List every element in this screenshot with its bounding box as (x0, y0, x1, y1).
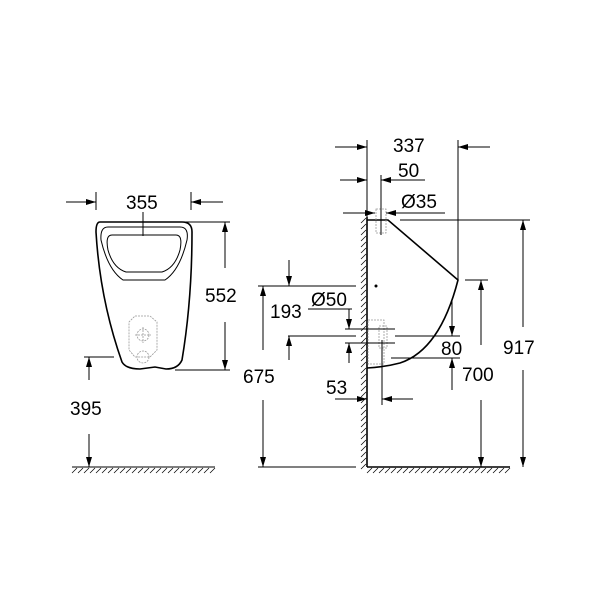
dim-395: 395 (70, 399, 102, 420)
urinal-front-opening (100, 226, 188, 281)
dim-355: 355 (126, 193, 158, 214)
hatching (71, 467, 216, 474)
dim-193: 193 (270, 302, 302, 323)
dim-337: 337 (393, 136, 425, 157)
side-view: 337 50 Ø35 917 700 80 675 193 (243, 136, 535, 474)
dim-552: 552 (205, 286, 237, 307)
hatching (366, 467, 511, 474)
hidden-outlet-fitting (128, 315, 158, 358)
dim-diameter-35: Ø35 (401, 192, 437, 213)
dim-53: 53 (326, 378, 347, 399)
dim-700: 700 (462, 365, 494, 386)
outlet-fitting (367, 319, 385, 365)
dim-675: 675 (243, 367, 275, 388)
dim-80: 80 (441, 339, 462, 360)
dim-diameter-50: Ø50 (311, 290, 347, 311)
urinal-front-outline (95, 221, 193, 370)
dim-50: 50 (398, 161, 419, 182)
hatching (360, 217, 367, 470)
front-view: 355 552 395 (66, 192, 237, 474)
dim-917: 917 (503, 338, 535, 359)
